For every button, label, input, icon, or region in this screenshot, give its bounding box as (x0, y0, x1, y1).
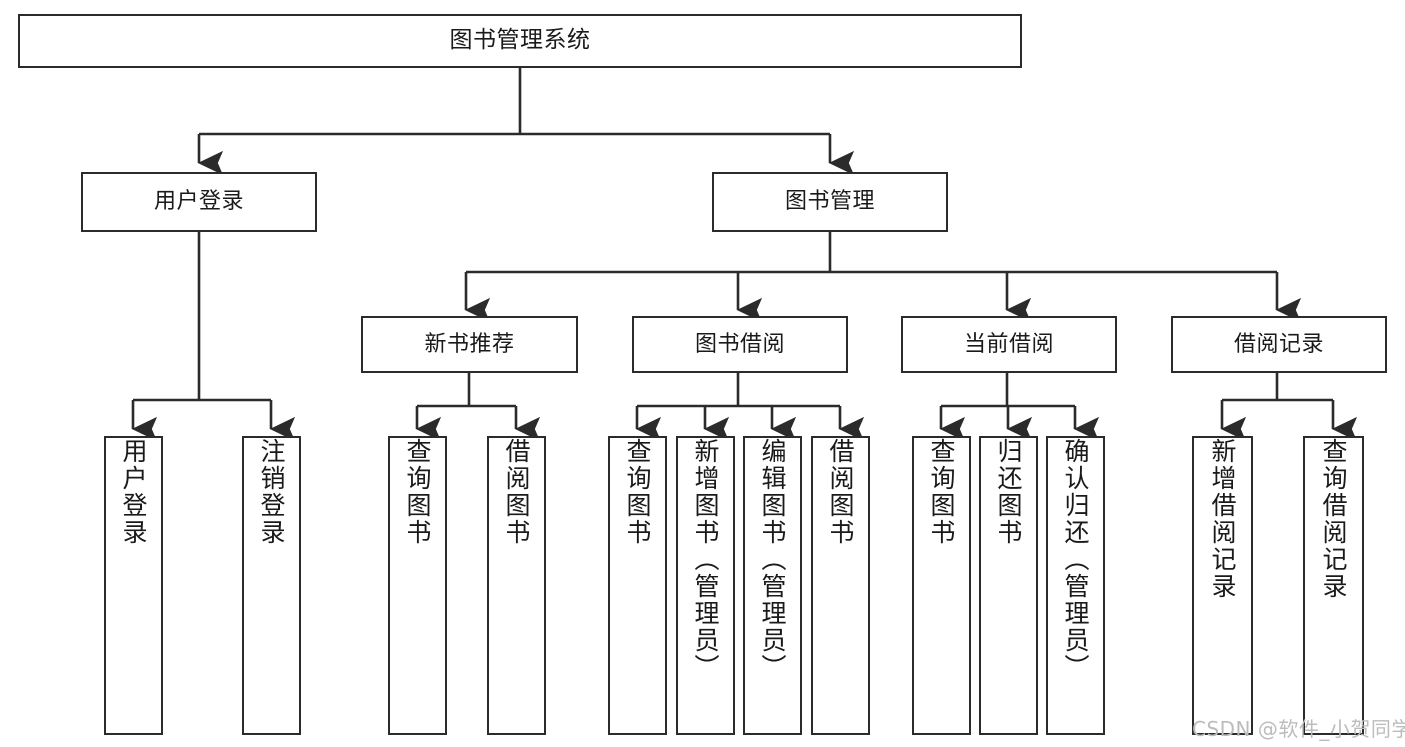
node-new-book-rec-label: 新书推荐 (424, 331, 515, 357)
node-leaf-confirm-return[interactable]: 确认归还（管理员） (1046, 436, 1105, 735)
node-leaf-query-book-3-label: 查询图书 (927, 438, 956, 546)
node-new-book-rec[interactable]: 新书推荐 (361, 316, 578, 373)
node-leaf-edit-book[interactable]: 编辑图书（管理员） (743, 436, 802, 735)
node-leaf-edit-book-label: 编辑图书（管理员） (758, 438, 787, 681)
node-leaf-logout[interactable]: 注销登录 (242, 436, 301, 735)
node-borrow-record[interactable]: 借阅记录 (1171, 316, 1387, 373)
node-leaf-add-book[interactable]: 新增图书（管理员） (676, 436, 735, 735)
node-leaf-query-record-label: 查询借阅记录 (1319, 438, 1348, 600)
node-root-label: 图书管理系统 (449, 27, 591, 54)
node-book-borrow[interactable]: 图书借阅 (632, 316, 848, 373)
node-user-login[interactable]: 用户登录 (81, 172, 317, 232)
node-user-login-label: 用户登录 (153, 189, 244, 215)
node-book-manage[interactable]: 图书管理 (712, 172, 948, 232)
node-root[interactable]: 图书管理系统 (18, 14, 1022, 68)
node-leaf-query-book-3[interactable]: 查询图书 (912, 436, 971, 735)
node-leaf-add-record-label: 新增借阅记录 (1208, 438, 1237, 600)
node-book-borrow-label: 图书借阅 (694, 331, 785, 357)
node-leaf-confirm-return-label: 确认归还（管理员） (1061, 438, 1090, 681)
node-leaf-query-book-2-label: 查询图书 (623, 438, 652, 546)
node-leaf-user-login-label: 用户登录 (119, 438, 148, 546)
node-current-borrow-label: 当前借阅 (963, 331, 1054, 357)
csdn-watermark: CSDN @软件_小贺同学 (1192, 717, 1405, 741)
node-leaf-logout-label: 注销登录 (257, 438, 286, 546)
node-leaf-return-book-label: 归还图书 (994, 438, 1023, 546)
node-leaf-query-book-2[interactable]: 查询图书 (608, 436, 667, 735)
node-leaf-borrow-book-1-label: 借阅图书 (502, 438, 531, 546)
node-leaf-query-book-1-label: 查询图书 (403, 438, 432, 546)
node-leaf-borrow-book-2-label: 借阅图书 (826, 438, 855, 546)
node-leaf-query-record[interactable]: 查询借阅记录 (1303, 436, 1364, 735)
node-leaf-borrow-book-1[interactable]: 借阅图书 (487, 436, 546, 735)
node-leaf-borrow-book-2[interactable]: 借阅图书 (811, 436, 870, 735)
node-leaf-add-book-label: 新增图书（管理员） (691, 438, 720, 681)
node-borrow-record-label: 借阅记录 (1233, 331, 1324, 357)
node-leaf-add-record[interactable]: 新增借阅记录 (1192, 436, 1253, 735)
node-current-borrow[interactable]: 当前借阅 (901, 316, 1117, 373)
node-leaf-query-book-1[interactable]: 查询图书 (388, 436, 447, 735)
node-leaf-return-book[interactable]: 归还图书 (979, 436, 1038, 735)
node-book-manage-label: 图书管理 (784, 189, 875, 215)
node-leaf-user-login[interactable]: 用户登录 (104, 436, 163, 735)
